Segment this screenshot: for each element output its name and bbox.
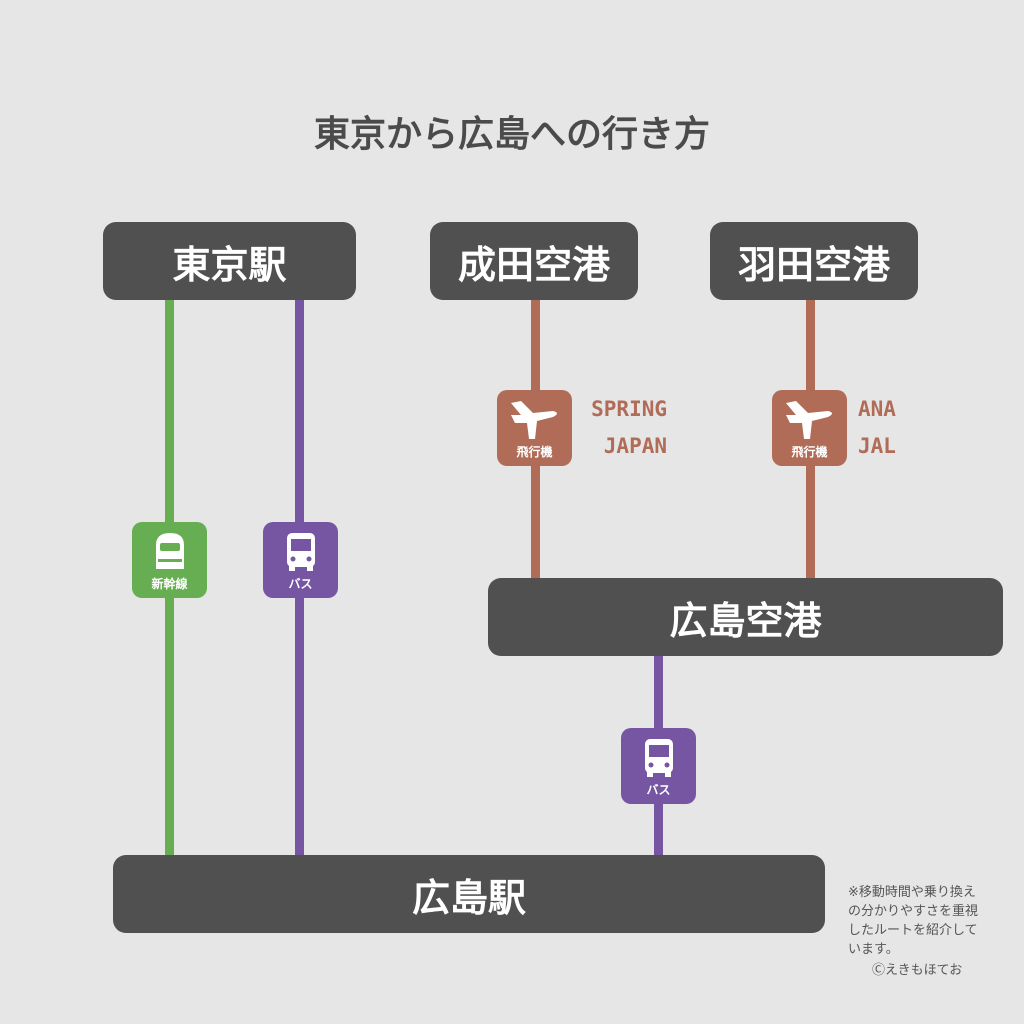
plane-label: 飛行機: [791, 445, 828, 459]
plane-label: 飛行機: [516, 445, 553, 459]
bus-icon: [644, 739, 673, 777]
bus-badge-tokyo: バス: [263, 522, 338, 598]
carrier-narita: SPRING JAPAN: [585, 391, 667, 465]
carrier-haneda: ANA JAL: [858, 391, 896, 465]
carrier-name: SPRING: [591, 397, 667, 421]
carrier-name: JAPAN: [603, 434, 667, 458]
plane-badge-haneda: 飛行機: [772, 390, 847, 466]
shinkansen-badge: 新幹線: [132, 522, 207, 598]
station-hiroshima: 広島駅: [113, 855, 825, 933]
airplane-icon: [510, 401, 557, 439]
bus-badge-airport: バス: [621, 728, 696, 804]
airplane-icon: [785, 401, 832, 439]
bus-label: バス: [288, 577, 313, 591]
plane-badge-narita: 飛行機: [497, 390, 572, 466]
note-line: の分かりやすさを重視: [848, 904, 979, 919]
credit: Ⓒえきもほてお: [872, 963, 963, 978]
carrier-name: ANA: [858, 397, 896, 421]
page-title: 東京から広島への行き方: [313, 114, 710, 155]
station-tokyo: 東京駅: [103, 222, 356, 300]
station-narita: 成田空港: [430, 222, 638, 300]
note-line: ※移動時間や乗り換え: [848, 885, 976, 900]
shinkansen-label: 新幹線: [151, 577, 188, 591]
bus-label: バス: [646, 783, 671, 797]
station-hiroshima-airport: 広島空港: [488, 578, 1003, 656]
carrier-name: JAL: [858, 434, 896, 458]
shinkansen-icon: [155, 533, 184, 569]
station-haneda: 羽田空港: [710, 222, 918, 300]
note-line: います。: [848, 942, 899, 957]
note-line: したルートを紹介して: [848, 923, 978, 938]
footnote: ※移動時間や乗り換え の分かりやすさを重視 したルートを紹介して います。 Ⓒえ…: [848, 883, 1023, 980]
bus-icon: [286, 533, 315, 571]
